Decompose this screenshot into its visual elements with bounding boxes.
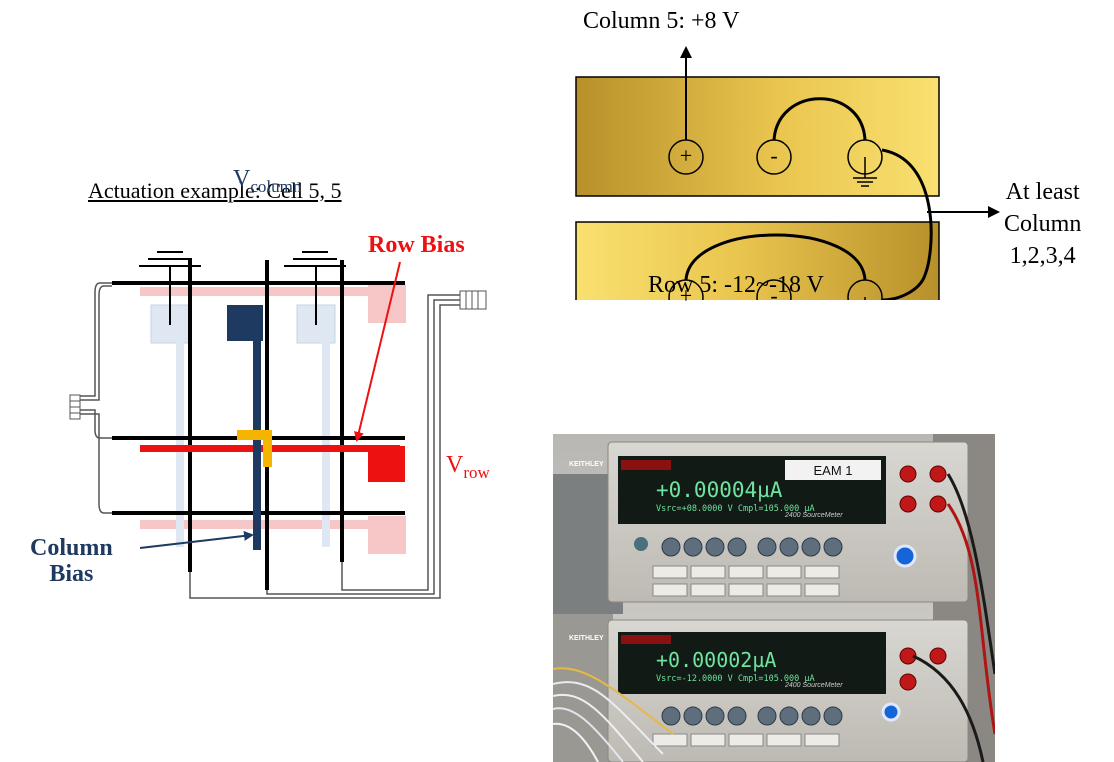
top-meter-brand: KEITHLEY [569, 461, 604, 468]
left-connector [70, 395, 80, 419]
instrument-photo: KEITHLEY EAM 1 +0.00004µA Vsrc=+08.0000 … [553, 434, 995, 762]
row-band-top [140, 287, 405, 296]
top-minus-glyph: - [765, 143, 783, 169]
top-meter-model: 2400 SourceMeter [785, 512, 843, 519]
actuation-diagram [0, 0, 560, 762]
top-meter-reading: +0.00004µA [656, 478, 782, 502]
source-meter-top-panel [576, 77, 939, 196]
side-label: At least Column 1,2,3,4 [1004, 176, 1081, 272]
row-voltage-pad [368, 446, 405, 482]
column-bias-arrow [140, 535, 252, 548]
right-connector [460, 291, 486, 309]
bottom-meter-brand: KEITHLEY [569, 635, 604, 642]
row-bias-label: Row Bias [368, 232, 465, 259]
top-meter-output-led [895, 546, 915, 566]
top-meter-tag-text: EAM 1 [785, 463, 881, 478]
top-plus-glyph: + [677, 143, 695, 169]
top-meter-power-button [634, 537, 648, 551]
row-pad-bottom [368, 516, 406, 554]
v-row-label: Vrow [446, 452, 490, 483]
left-wires [80, 283, 112, 513]
column-bias-label: Column Bias [30, 535, 113, 587]
row-5-label: Row 5: -12~-18 V [648, 272, 824, 299]
bottom-meter-model: 2400 SourceMeter [785, 682, 843, 689]
bottom-meter-output-led [883, 704, 899, 720]
bottom-meter-reading: +0.00002µA [656, 648, 776, 672]
v-column-label: Vcolumn [233, 166, 301, 197]
